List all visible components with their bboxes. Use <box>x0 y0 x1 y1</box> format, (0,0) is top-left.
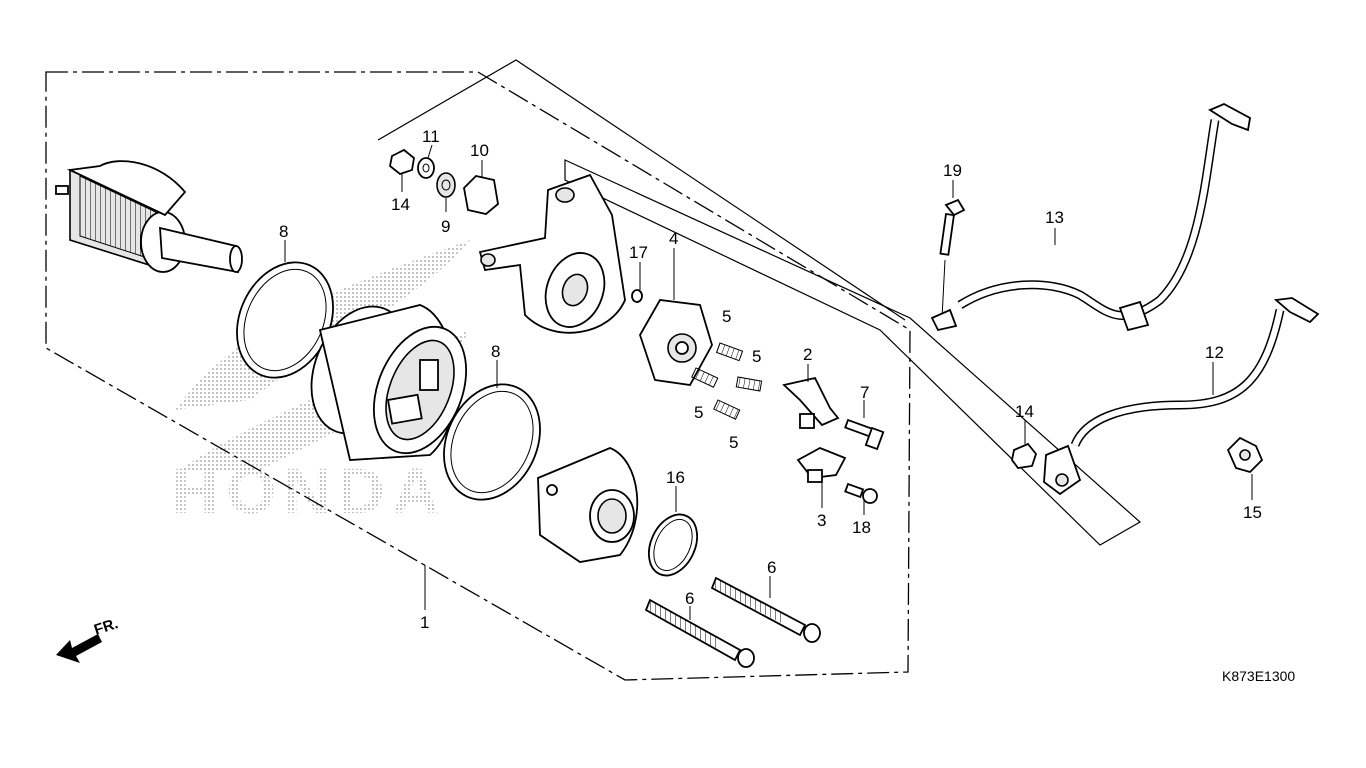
callout-14-lower: 14 <box>1015 402 1034 421</box>
screw-18 <box>844 482 878 504</box>
callout-3: 3 <box>817 511 826 530</box>
callout-6a: 6 <box>685 589 694 608</box>
bolt-6-lower <box>644 598 755 668</box>
washer-11 <box>417 157 435 179</box>
rear-cover-part <box>537 447 639 563</box>
insulator-9 <box>436 172 456 198</box>
o-ring-16 <box>648 513 698 577</box>
callout-14-top: 14 <box>391 195 410 214</box>
assembly-boundary-1 <box>45 71 911 681</box>
callout-13: 13 <box>1045 208 1064 227</box>
front-bracket-part <box>478 173 626 334</box>
yoke-part <box>310 304 468 461</box>
brush-2 <box>782 376 840 429</box>
callout-15: 15 <box>1243 503 1262 522</box>
callout-7: 7 <box>860 383 869 402</box>
front-label: FR. <box>92 615 120 639</box>
callout-8b: 8 <box>491 342 500 361</box>
callout-9: 9 <box>441 217 450 236</box>
callout-4: 4 <box>669 229 678 248</box>
drawing-code: K873E1300 <box>1222 668 1295 684</box>
washer-17 <box>631 289 643 303</box>
callout-8a: 8 <box>279 222 288 241</box>
callout-5c: 5 <box>694 403 703 422</box>
callout-6b: 6 <box>767 558 776 577</box>
cable-12 <box>1043 297 1320 496</box>
bolt-6-upper <box>710 576 821 643</box>
callout-5b: 5 <box>752 347 761 366</box>
callout-5d: 5 <box>729 433 738 452</box>
callout-10: 10 <box>470 141 489 160</box>
watermark-text: HONDA <box>172 455 447 527</box>
front-arrow-icon <box>56 634 102 663</box>
bolt-7 <box>844 418 885 451</box>
callout-18: 18 <box>852 518 871 537</box>
callout-1: 1 <box>420 613 429 632</box>
callout-12: 12 <box>1205 343 1224 362</box>
callout-17: 17 <box>629 243 648 262</box>
callout-11: 11 <box>422 127 440 146</box>
armature-part <box>55 160 243 274</box>
clamp-15 <box>1226 436 1264 474</box>
callout-19: 19 <box>943 161 962 180</box>
callout-2: 2 <box>803 345 812 364</box>
brush-3 <box>796 447 847 483</box>
leader-lines <box>284 144 1253 620</box>
nut-14-top <box>389 148 415 176</box>
callout-16: 16 <box>666 468 685 487</box>
callout-5a: 5 <box>722 307 731 326</box>
bolt-19 <box>939 198 966 319</box>
cable-group-outline <box>564 159 1142 546</box>
terminal-10 <box>463 175 499 215</box>
springs-5 <box>691 342 763 420</box>
nut-14-lower <box>1011 442 1038 469</box>
cable-13 <box>930 103 1251 332</box>
front-direction-indicator: FR. <box>56 615 120 663</box>
bracket-outline-upper <box>377 59 906 321</box>
o-ring-8-right <box>443 383 541 501</box>
callout-labels: 1 2 3 4 5 5 5 5 6 6 7 8 8 9 10 11 12 13 … <box>279 127 1262 632</box>
brush-holder-4 <box>639 299 713 386</box>
